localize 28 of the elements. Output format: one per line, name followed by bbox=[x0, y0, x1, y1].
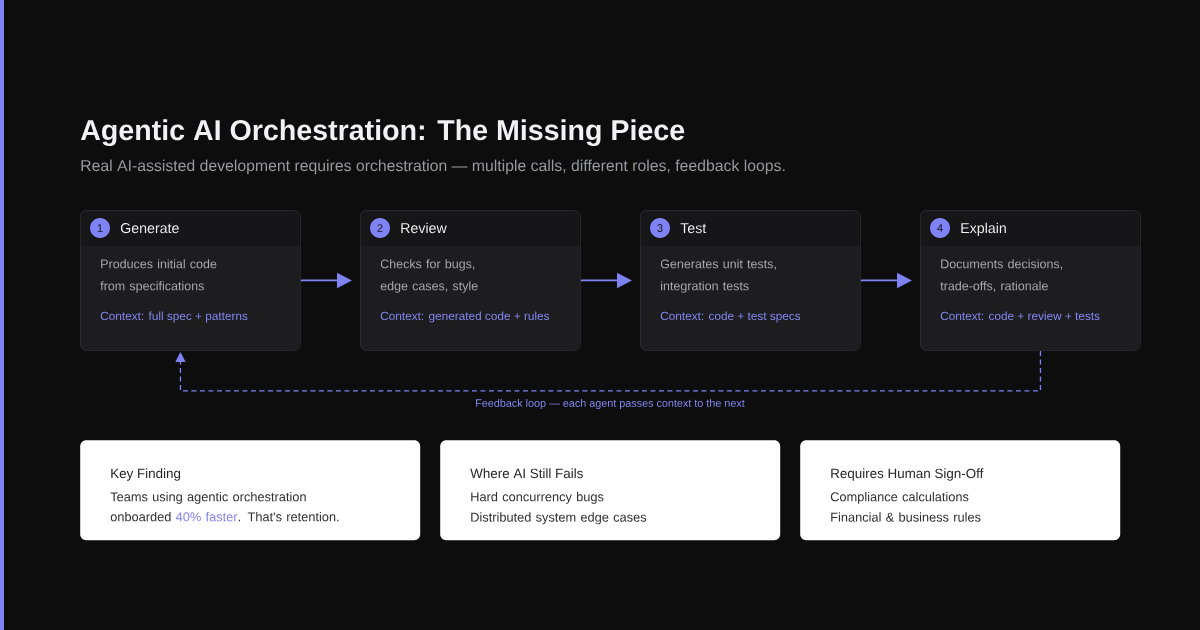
card-text: Financial & business rules bbox=[831, 512, 981, 522]
card-text: Teams using agentic orchestration onboarded 40% faster. That's retention. bbox=[110, 491, 339, 522]
context-note: Context: code + review + tests bbox=[940, 311, 1100, 321]
card-heading: Key Finding bbox=[111, 468, 181, 481]
number-badge: 4 bbox=[930, 218, 950, 238]
card-title: Test bbox=[680, 223, 707, 234]
card-title: Review bbox=[401, 222, 447, 234]
card-heading: Requires Human Sign-Off bbox=[831, 468, 984, 481]
card-text: Compliance calculations bbox=[830, 491, 969, 504]
arrow bbox=[175, 350, 1042, 392]
card-heading: Where AI Still Fails bbox=[470, 468, 583, 479]
context-note: Context: generated code + rules bbox=[380, 311, 550, 323]
card-text: Hard concurrency bugs bbox=[471, 491, 604, 504]
title: Agentic AI Orchestration: The Missing Piece bbox=[80, 119, 685, 147]
card-title: Generate bbox=[120, 223, 179, 234]
card-text: Checks for bugs, edge cases, style bbox=[380, 259, 478, 293]
number-badge: 1 bbox=[90, 218, 110, 238]
card-text: Generates unit tests, integration tests bbox=[660, 259, 776, 293]
subtitle: Real AI-assisted development requires orchestration — multiple calls, different roles, feedback loops. bbox=[81, 159, 785, 175]
edge-label: Feedback loop — each agent passes context to the next bbox=[476, 398, 745, 410]
context-note: Context: code + test specs bbox=[660, 311, 801, 323]
card-text: Produces initial code from specifications bbox=[100, 259, 217, 293]
card-title: Explain bbox=[961, 222, 1006, 236]
card-text: Distributed system edge cases bbox=[471, 512, 647, 525]
card-text: Documents decisions, trade-offs, rationale bbox=[940, 259, 1063, 292]
context-note: Context: full spec + patterns bbox=[100, 311, 248, 323]
number-badge: 3 bbox=[650, 218, 670, 238]
number-badge: 2 bbox=[370, 218, 390, 238]
